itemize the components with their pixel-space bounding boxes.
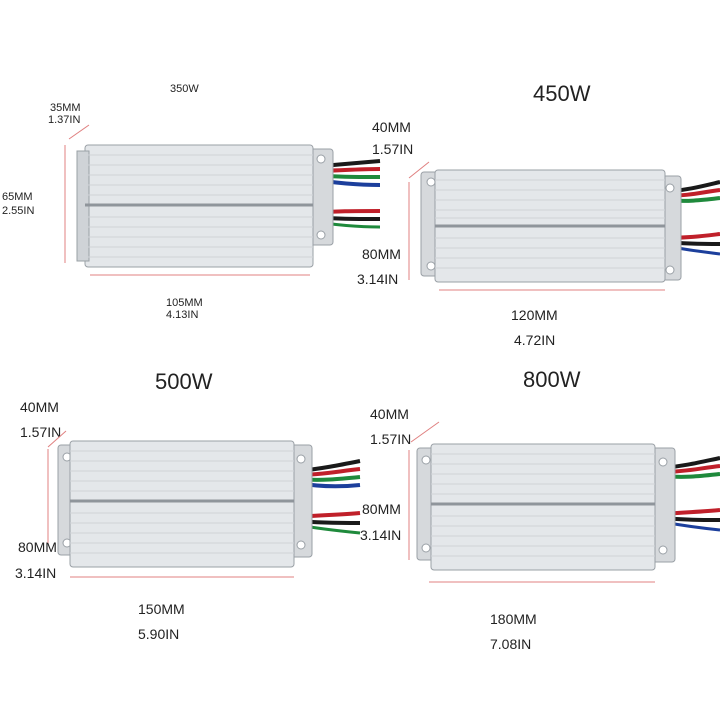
length-in-label: 4.13IN	[166, 309, 199, 321]
depth-in-label: 1.37IN	[48, 114, 81, 126]
controller-photo-350w	[64, 124, 381, 276]
dimension-lines	[408, 161, 665, 291]
length-mm-label: 120MM	[511, 307, 558, 323]
power-label-350w: 350W	[170, 83, 199, 95]
depth-mm-label: 40MM	[372, 119, 411, 135]
height-in-label: 3.14IN	[360, 527, 402, 543]
controller-photo-800w	[408, 421, 720, 583]
length-mm-label: 150MM	[138, 601, 185, 617]
aluminium-housing	[434, 169, 666, 283]
length-mm-label: 180MM	[490, 611, 537, 627]
depth-mm-label: 40MM	[370, 406, 409, 422]
height-mm-label: 65MM	[2, 191, 33, 203]
length-mm-label: 105MM	[166, 297, 203, 309]
mounting-bracket	[416, 447, 676, 563]
depth-in-label: 1.57IN	[372, 141, 414, 157]
height-mm-label: 80MM	[18, 539, 57, 555]
aluminium-housing	[76, 144, 314, 268]
depth-in-label: 1.57IN	[370, 431, 412, 447]
depth-mm-label: 40MM	[20, 399, 59, 415]
power-label-500w: 500W	[155, 369, 213, 394]
height-mm-label: 80MM	[362, 501, 401, 517]
power-label-800w: 800W	[523, 367, 581, 392]
dimension-lines	[64, 124, 310, 276]
length-in-label: 5.90IN	[138, 626, 180, 642]
controller-photo-450w	[408, 161, 720, 291]
dimension-lines	[408, 421, 655, 583]
length-in-label: 7.08IN	[490, 636, 532, 652]
height-mm-label: 80MM	[362, 246, 401, 262]
dimension-lines	[47, 430, 294, 578]
aluminium-housing	[430, 443, 656, 571]
height-in-label: 3.14IN	[357, 271, 399, 287]
length-in-label: 4.72IN	[514, 332, 556, 348]
power-label-450w: 450W	[533, 81, 591, 106]
height-in-label: 2.55IN	[2, 205, 35, 217]
aluminium-housing	[69, 440, 295, 568]
height-in-label: 3.14IN	[15, 565, 57, 581]
controller-photo-500w	[47, 430, 361, 578]
depth-mm-label: 35MM	[50, 102, 81, 114]
depth-in-label: 1.57IN	[20, 424, 62, 440]
